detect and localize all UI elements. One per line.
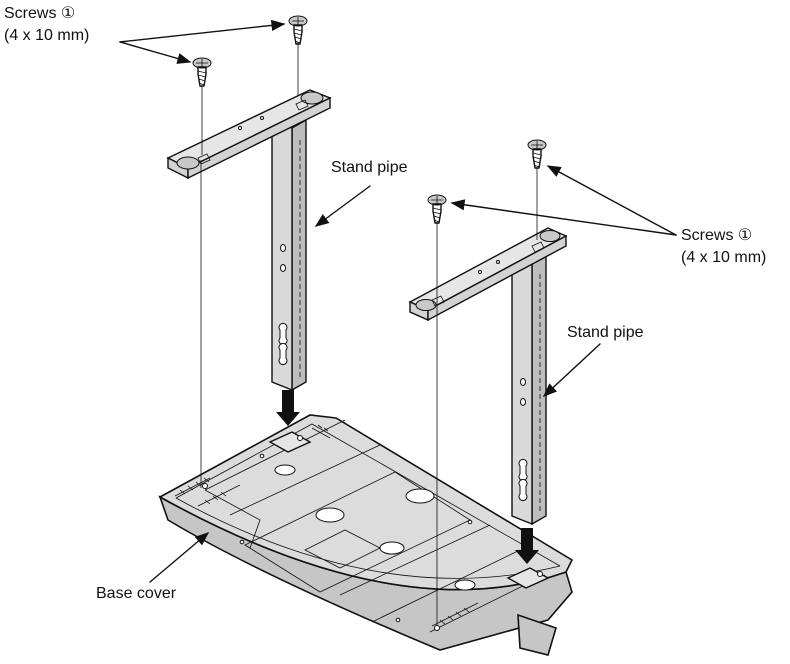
label-stand-pipe-left: Stand pipe: [331, 159, 408, 176]
label-screws-right-line2: (4 x 10 mm): [681, 249, 766, 266]
label-screws-top-line2: (4 x 10 mm): [4, 27, 89, 44]
label-stand-pipe-right: Stand pipe: [567, 324, 644, 341]
label-screws-right-line1: Screws ①: [681, 227, 752, 244]
screw-top-left: [192, 57, 212, 87]
label-screws-top-line1: Screws ①: [4, 5, 75, 22]
left-stand: [166, 42, 332, 488]
base-cover: [158, 414, 574, 656]
screw-top-center: [288, 15, 308, 45]
label-base-cover: Base cover: [96, 585, 177, 602]
leader-lines: [119, 19, 677, 583]
screw-right-top: [527, 139, 547, 169]
right-stand: [408, 168, 568, 625]
screw-right-center: [427, 194, 447, 224]
